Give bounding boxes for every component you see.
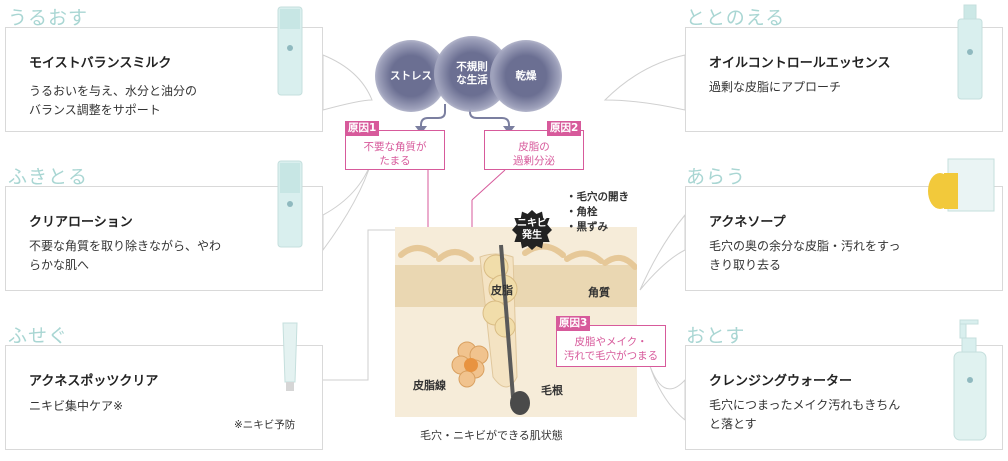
product-note: ※ニキビ予防 xyxy=(234,419,296,431)
product-card-moist-balance-milk[interactable]: モイストバランスミルク うるおいを与え、水分と油分の バランス調整をサポート xyxy=(5,27,323,132)
cause-box-2: 皮脂の 過剰分泌 xyxy=(484,130,584,170)
essence-bottle-image xyxy=(957,4,983,100)
product-desc: 過剰な皮脂にアプローチ xyxy=(709,80,842,94)
cause-box-3: 皮脂やメイク・ 汚れで毛穴がつまる xyxy=(556,325,666,367)
product-card-acne-spots-clear[interactable]: アクネスポッツクリア ニキビ集中ケア※ ※ニキビ予防 xyxy=(5,345,323,450)
cause-bubble-dryness: 乾燥 xyxy=(490,40,562,112)
product-name: オイルコントロールエッセンス xyxy=(709,56,891,71)
cause-label-1: 原因1 xyxy=(345,121,380,136)
product-name: モイストバランスミルク xyxy=(29,56,172,71)
cause-box-1: 不要な角質が たまる xyxy=(345,130,445,170)
category-title-wipe: ふきとる xyxy=(8,166,89,188)
product-desc: ニキビ集中ケア※ xyxy=(29,399,124,413)
product-card-cleansing-water[interactable]: クレンジングウォーター 毛穴につまったメイク汚れもきちん と落とす xyxy=(685,345,1003,450)
product-desc: 毛穴の奥の余分な皮脂・汚れをすっ きり取り去る xyxy=(709,239,901,272)
cleansing-bottle-image xyxy=(953,319,987,441)
category-title-moisturize: うるおす xyxy=(8,7,89,29)
product-desc: うるおいを与え、水分と油分の バランス調整をサポート xyxy=(29,84,198,117)
category-title-wash: あらう xyxy=(686,166,747,188)
product-card-clear-lotion[interactable]: クリアローション 不要な角質を取り除きながら、やわ らかな肌へ xyxy=(5,186,323,291)
product-desc: 毛穴につまったメイク汚れもきちん と落とす xyxy=(709,398,901,431)
label-sebum: 皮脂 xyxy=(491,284,513,297)
skin-illustration: 皮脂 角質 皮脂線 毛根 xyxy=(395,227,637,417)
category-title-balance: ととのえる xyxy=(686,7,786,29)
tube-image xyxy=(282,322,298,391)
product-card-oil-control-essence[interactable]: オイルコントロールエッセンス 過剰な皮脂にアプローチ xyxy=(685,27,1003,132)
category-title-remove: おとす xyxy=(686,325,746,347)
product-name: クリアローション xyxy=(29,215,133,230)
product-desc: 不要な角質を取り除きながら、やわ らかな肌へ xyxy=(29,239,222,272)
label-horny-layer: 角質 xyxy=(588,286,610,299)
soap-image xyxy=(928,158,995,212)
label-sebaceous-gland: 皮脂線 xyxy=(413,379,446,392)
milk-bottle-image xyxy=(277,6,303,96)
symptom-list: ・毛穴の開き ・角栓 ・黒ずみ xyxy=(566,191,629,233)
cause-label-2: 原因2 xyxy=(547,121,582,136)
cause-label-3: 原因3 xyxy=(556,316,591,331)
product-name: アクネソープ xyxy=(709,215,786,230)
label-hair-root: 毛根 xyxy=(541,384,563,397)
product-name: クレンジングウォーター xyxy=(709,374,853,389)
illustration-caption: 毛穴・ニキビができる肌状態 xyxy=(420,429,563,442)
lotion-bottle-image xyxy=(277,160,303,248)
category-title-prevent: ふせぐ xyxy=(8,325,69,347)
skin-cross-section xyxy=(395,243,637,415)
product-name: アクネスポッツクリア xyxy=(29,374,159,389)
